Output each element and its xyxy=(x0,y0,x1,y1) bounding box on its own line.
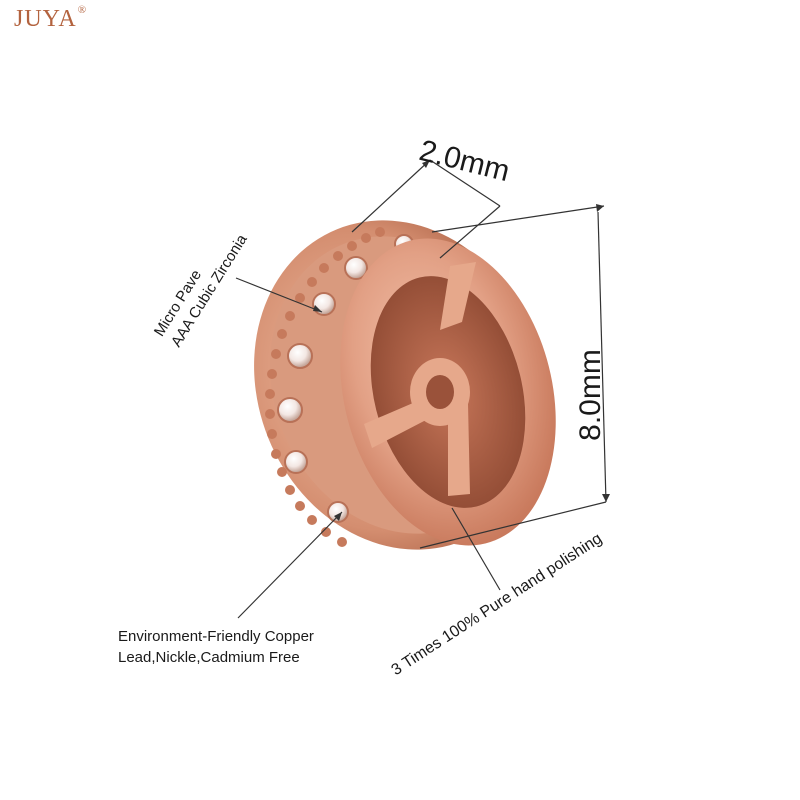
bead-front-face xyxy=(340,238,556,546)
brand-logo: JUYA® xyxy=(14,4,88,33)
material-line-2: Lead,Nickle,Cadmium Free xyxy=(118,649,300,666)
arrowheads xyxy=(313,160,610,521)
milgrain-edge xyxy=(265,227,385,547)
height-dimension-label: 8.0mm xyxy=(574,349,607,441)
registered-mark: ® xyxy=(77,4,88,16)
material-line-1: Environment-Friendly Copper xyxy=(118,628,314,645)
dimension-lines xyxy=(235,159,607,619)
brand-name: JUYA xyxy=(14,6,77,32)
material-annotation: Environment-Friendly Copper Lead,Nickle,… xyxy=(118,626,314,668)
